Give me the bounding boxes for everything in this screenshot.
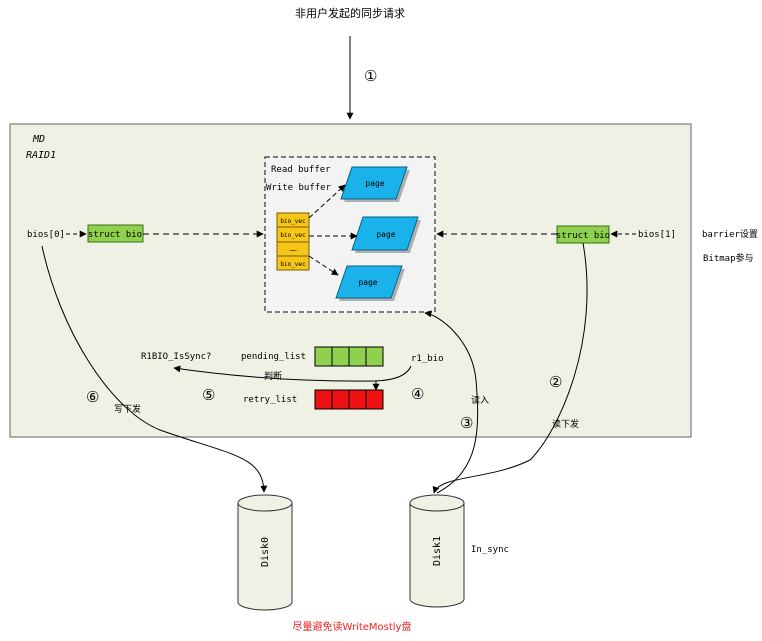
- right-bios-label: bios[1]: [638, 230, 676, 240]
- raid1-label: RAID1: [26, 150, 56, 161]
- issync-label: R1BIO_IsSync?: [141, 352, 211, 362]
- bottom-note: 尽量避免读WriteMostly盘: [293, 620, 412, 633]
- bio-vec-to-page-1: [308, 184, 346, 219]
- bio-vec-item: bio_vec: [280, 261, 306, 268]
- disk1-to-buffer-curve: [424, 310, 479, 494]
- md-label: MD: [32, 134, 45, 145]
- step-3: ③: [460, 414, 473, 432]
- page-2: page: [351, 216, 421, 253]
- svg-text:page: page: [365, 179, 384, 188]
- left-bios-label: bios[0]: [27, 230, 65, 240]
- retry-list-label: retry_list: [243, 395, 297, 405]
- r1bio-label: r1_bio: [411, 354, 444, 364]
- step-6: ⑥: [86, 388, 99, 406]
- page-1: page: [340, 166, 410, 202]
- disk1-label: Disk1: [432, 536, 443, 566]
- read-to-disk1-curve: [432, 242, 588, 494]
- step-1: ①: [364, 67, 377, 85]
- left-struct-bio-label: struct bio: [88, 230, 142, 240]
- svg-text:page: page: [376, 230, 395, 239]
- disk0: [237, 494, 293, 611]
- disk1: [409, 494, 465, 608]
- write-to-disk0-curve: [41, 245, 268, 493]
- step-2: ②: [549, 373, 562, 391]
- page-3: page: [335, 265, 405, 301]
- barrier-note: barrier设置: [702, 229, 758, 240]
- step-4: ④: [411, 385, 424, 403]
- bio-vec-item: bio_vec: [280, 218, 306, 225]
- bitmap-note: Bitmap参与: [703, 252, 754, 264]
- svg-text:page: page: [358, 278, 377, 287]
- r1bio-judge-arrow: [173, 365, 376, 382]
- read-issue-label: 读下发: [552, 418, 579, 430]
- bio-vec-to-page-3: [308, 255, 339, 276]
- bio-vec-item: bio_vec: [280, 232, 306, 239]
- step-5: ⑤: [202, 386, 215, 404]
- right-struct-bio-label: struct bio: [556, 231, 610, 241]
- top-caption: 非用户发起的同步请求: [295, 6, 405, 20]
- pending-list-label: pending_list: [241, 352, 306, 362]
- read-buffer-label: Read buffer: [271, 165, 331, 175]
- r1bio-to-retry-arrow: [374, 365, 412, 382]
- judge-label: 判断: [264, 370, 282, 382]
- pending-list: [314, 346, 384, 367]
- retry-list: [314, 389, 384, 410]
- bio-vec-stack: bio_vec bio_vec …… bio_vec: [276, 212, 310, 271]
- in-sync-label: In_sync: [471, 545, 509, 555]
- write-buffer-label: Write buffer: [266, 183, 332, 193]
- read-in-label: 读入: [471, 394, 489, 406]
- disk0-label: Disk0: [260, 537, 271, 567]
- bio-vec-item: ……: [289, 246, 297, 253]
